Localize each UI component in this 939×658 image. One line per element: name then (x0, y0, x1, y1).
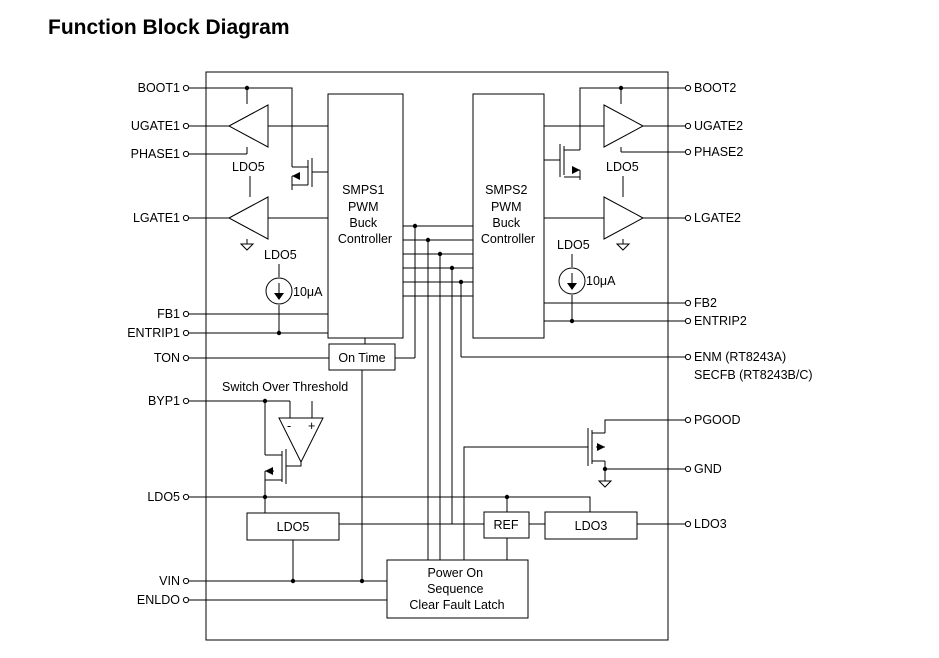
pin-label-entrip2: ENTRIP2 (694, 314, 747, 328)
pin-fb2: FB2 (684, 296, 717, 310)
power-on-sequence-block (386, 559, 529, 619)
boot2-wire (579, 87, 685, 150)
ldo5-block (246, 512, 340, 541)
pin-label-enm: ENM (RT8243A) (694, 350, 786, 364)
ldo5-to-ref-wire (292, 523, 484, 581)
smps2-controller-block (472, 93, 545, 339)
pin-ldo5: LDO5 (147, 490, 190, 504)
pin-label-boot2: BOOT2 (694, 81, 736, 95)
current-source-1-label: 10μA (293, 285, 323, 299)
pin-label-secfb: SECFB (RT8243B/C) (694, 368, 813, 382)
ground-symbol-lgate2 (615, 243, 631, 251)
pin-entrip2: ENTRIP2 (684, 314, 747, 328)
ldo5-label-current-source-2: LDO5 (557, 238, 590, 252)
pin-label-enldo: ENLDO (137, 593, 180, 607)
pin-lgate2: LGATE2 (684, 211, 741, 225)
switch-over-threshold-label: Switch Over Threshold (222, 380, 348, 394)
on-time-label: On Time (338, 351, 385, 365)
pin-enm: ENM (RT8243A) SECFB (RT8243B/C) (684, 350, 813, 382)
pin-label-phase2: PHASE2 (694, 145, 743, 159)
pin-ugate1: UGATE1 (131, 119, 190, 133)
page-title: Function Block Diagram (48, 16, 290, 39)
mosfet4-symbol (463, 428, 605, 560)
ref-label: REF (494, 518, 519, 532)
ic-outline (205, 71, 669, 641)
pin-label-ugate1: UGATE1 (131, 119, 180, 133)
pin-label-ugate2: UGATE2 (694, 119, 743, 133)
ton-wire (189, 357, 415, 581)
boot1-wire (189, 87, 293, 167)
pgood-wire (604, 419, 685, 481)
pin-label-entrip1: ENTRIP1 (127, 326, 180, 340)
lgate1-driver-triangle (227, 196, 269, 240)
pin-label-fb1: FB1 (157, 307, 180, 321)
ref-block (483, 511, 530, 539)
pin-label-phase1: PHASE1 (131, 147, 180, 161)
smps1-label: SMPS1 PWM Buck Controller (338, 183, 392, 246)
center-bus-horizontals (403, 225, 473, 297)
current-source-2-label: 10μA (586, 274, 616, 288)
smps1-controller-block (327, 93, 404, 339)
lgate1-wires (189, 217, 328, 244)
pin-label-lgate1: LGATE1 (133, 211, 180, 225)
center-bus-verticals (414, 226, 685, 560)
ldo5-block-label: LDO5 (277, 520, 310, 534)
pin-label-byp1: BYP1 (148, 394, 180, 408)
ldo5-label-current-source-1: LDO5 (264, 248, 297, 262)
pin-boot2: BOOT2 (684, 81, 736, 95)
pin-phase1: PHASE1 (131, 147, 190, 161)
on-time-block (328, 343, 396, 371)
pin-ldo3: LDO3 (684, 517, 727, 531)
comparator-triangle (278, 417, 324, 464)
power-on-sequence-label: Power On Sequence Clear Fault Latch (409, 566, 504, 612)
comparator-minus: - (287, 419, 291, 433)
mosfet2-symbol (544, 144, 581, 180)
ugate1-driver-triangle (227, 104, 269, 148)
lgate2-driver-triangle (603, 196, 645, 240)
ldo5-label-smps2: LDO5 (606, 160, 639, 174)
ugate1-wires (189, 125, 328, 155)
pin-lgate1: LGATE1 (133, 211, 190, 225)
pin-ugate2: UGATE2 (684, 119, 743, 133)
ldo5-wire (189, 496, 591, 513)
fb2-entrip2-wires (544, 302, 685, 322)
pin-label-vin: VIN (159, 574, 180, 588)
ground-symbol-pgood (597, 480, 613, 488)
comparator-plus: + (308, 419, 315, 433)
fb1-entrip1-wires (189, 313, 328, 334)
ugate2-driver-triangle (603, 104, 645, 148)
pin-entrip1: ENTRIP1 (127, 326, 190, 340)
pin-label-pgood: PGOOD (694, 413, 741, 427)
pin-label-boot1: BOOT1 (138, 81, 180, 95)
pin-phase2: PHASE2 (684, 145, 743, 159)
pin-gnd: GND (684, 462, 722, 476)
pin-label-ldo3: LDO3 (694, 517, 727, 531)
pin-label-ton: TON (154, 351, 180, 365)
pin-label-ldo5: LDO5 (147, 490, 180, 504)
byp1-wire (189, 400, 313, 455)
pin-fb1: FB1 (157, 307, 190, 321)
ldo3-block (544, 511, 638, 540)
pin-byp1: BYP1 (148, 394, 190, 408)
pin-enldo: ENLDO (137, 593, 190, 607)
pin-vin: VIN (159, 574, 190, 588)
ldo5-label-smps1: LDO5 (232, 160, 265, 174)
smps2-label: SMPS2 PWM Buck Controller (481, 183, 535, 246)
pin-ton: TON (154, 351, 190, 365)
ground-symbol-lgate1 (239, 243, 255, 251)
lgate2-wires (544, 217, 685, 244)
pin-label-gnd: GND (694, 462, 722, 476)
pin-pgood: PGOOD (684, 413, 741, 427)
ldo3-block-label: LDO3 (575, 519, 608, 533)
ugate2-wires (544, 125, 685, 153)
pin-label-fb2: FB2 (694, 296, 717, 310)
pin-label-lgate2: LGATE2 (694, 211, 741, 225)
pin-boot1: BOOT1 (138, 81, 190, 95)
